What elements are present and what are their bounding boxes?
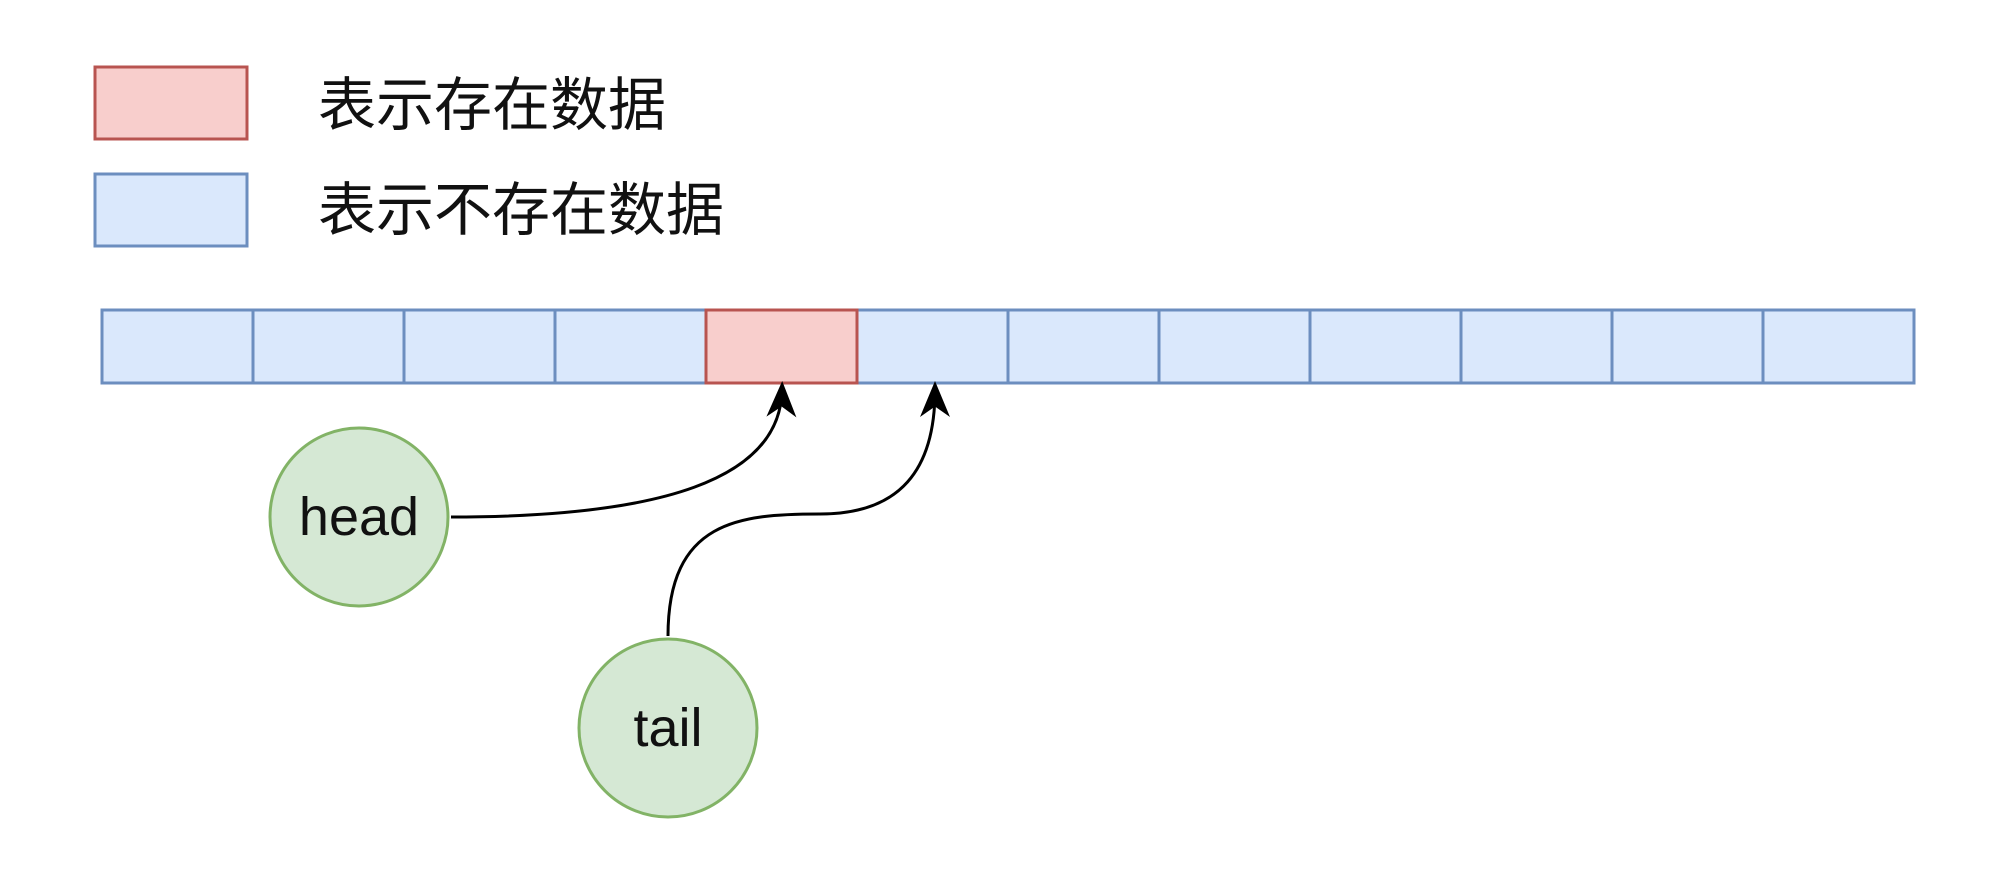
- tail-node: [577, 637, 759, 819]
- pointer-tail: tail: [577, 637, 759, 819]
- pointer-arrows: [450, 381, 950, 637]
- buffer-cell-2: [402, 308, 557, 385]
- head-node: [268, 426, 450, 608]
- head-arrow: [450, 381, 797, 519]
- buffer-cell-7: [1157, 308, 1312, 385]
- buffer-cell-6: [1006, 308, 1161, 385]
- buffer-cell-3: [553, 308, 708, 385]
- legend-label-empty: 表示不存在数据: [318, 176, 724, 244]
- tail-arrow: [666, 381, 950, 637]
- legend-label-filled: 表示存在数据: [318, 71, 666, 139]
- buffer-cell-4: [704, 308, 859, 385]
- legend-swatch-filled: [93, 65, 249, 141]
- buffer-array: [100, 308, 1916, 385]
- buffer-cell-0: [100, 308, 255, 385]
- legend-swatch-empty: [93, 172, 249, 248]
- pointer-head: head: [268, 426, 450, 608]
- tail-label: tail: [633, 698, 702, 758]
- head-label: head: [299, 487, 419, 547]
- legend-item-filled: 表示存在数据: [93, 65, 666, 141]
- buffer-cell-10: [1610, 308, 1765, 385]
- buffer-cell-1: [251, 308, 406, 385]
- buffer-cell-5: [855, 308, 1010, 385]
- buffer-cell-8: [1308, 308, 1463, 385]
- buffer-cell-9: [1459, 308, 1614, 385]
- legend: 表示存在数据 表示不存在数据: [93, 65, 724, 248]
- buffer-cell-11: [1761, 308, 1916, 385]
- legend-item-empty: 表示不存在数据: [93, 172, 724, 248]
